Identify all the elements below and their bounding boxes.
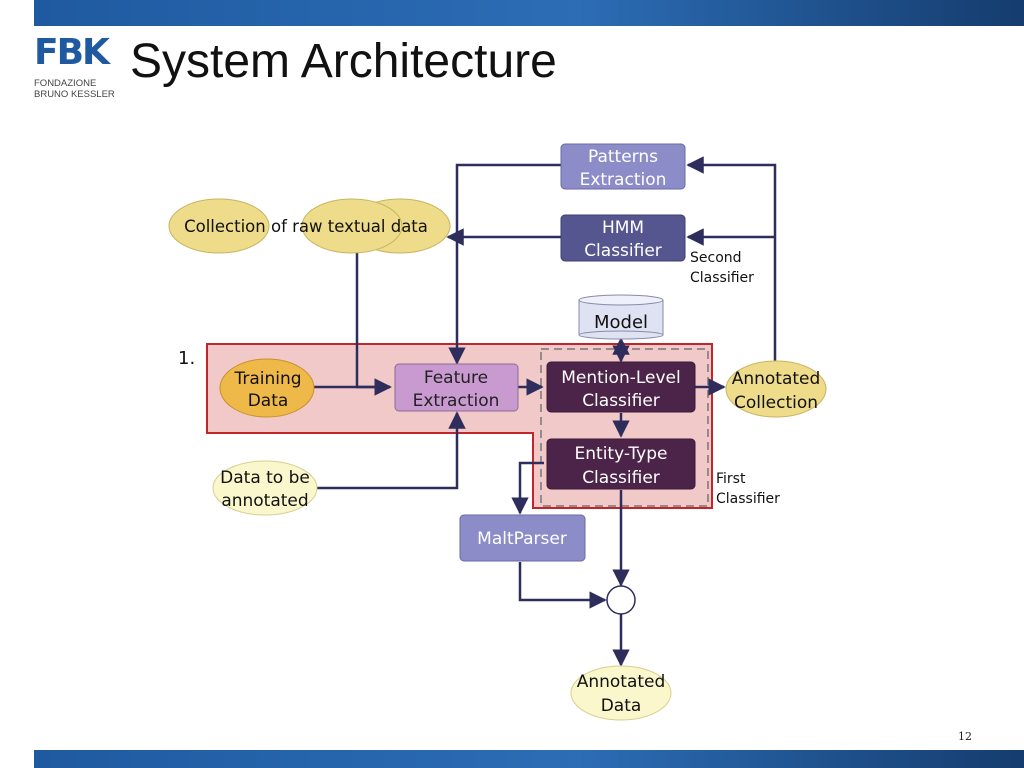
first-classifier-label-1: First bbox=[716, 471, 746, 487]
patterns-extraction-node bbox=[560, 143, 686, 190]
training-data-label-2: Data bbox=[248, 391, 289, 411]
annotated-data-label-2: Data bbox=[601, 696, 642, 716]
maltparser-label: MaltParser bbox=[477, 529, 567, 549]
raw-data-collection-node bbox=[168, 198, 451, 254]
mention-level-classifier-node bbox=[546, 361, 696, 413]
mention-level-classifier-label-1: Mention-Level bbox=[561, 368, 680, 388]
hmm-classifier-label-1: HMM bbox=[602, 218, 644, 238]
patterns-extraction-label-1: Patterns bbox=[588, 147, 658, 167]
model-node bbox=[578, 294, 664, 340]
annotated-collection-label-1: Annotated bbox=[732, 369, 821, 389]
merge-node bbox=[606, 585, 636, 615]
hmm-classifier-node bbox=[560, 214, 686, 262]
entity-type-classifier-node bbox=[546, 438, 696, 490]
feature-extraction-label-1: Feature bbox=[424, 368, 488, 388]
raw-data-collection-label: Collection of raw textual data bbox=[184, 217, 428, 236]
top-banner bbox=[34, 0, 1024, 26]
annotated-collection-node bbox=[725, 360, 827, 418]
entity-type-classifier-label-1: Entity-Type bbox=[575, 444, 668, 464]
training-data-node bbox=[219, 358, 315, 418]
model-label: Model bbox=[594, 312, 648, 333]
slide-title: System Architecture bbox=[130, 35, 557, 88]
annotated-data-node bbox=[570, 665, 672, 721]
feature-extraction-node bbox=[394, 363, 519, 412]
annotated-data-label-1: Annotated bbox=[577, 672, 666, 692]
pipeline-marker: 1. bbox=[178, 348, 195, 369]
fbk-logo: FBK FONDAZIONE BRUNO KESSLER bbox=[30, 30, 120, 105]
data-to-be-annotated-label-1: Data to be bbox=[220, 468, 310, 488]
logo-mark: FBK bbox=[34, 32, 110, 73]
connector-lines bbox=[314, 156, 777, 667]
feature-extraction-label-2: Extraction bbox=[413, 391, 500, 411]
second-classifier-label-1: Second bbox=[690, 250, 742, 266]
first-classifier-label-2: Classifier bbox=[716, 491, 780, 507]
maltparser-node bbox=[459, 514, 586, 562]
data-to-be-annotated-node bbox=[212, 460, 318, 516]
training-data-label-1: Training bbox=[233, 369, 301, 389]
mention-level-classifier-label-2: Classifier bbox=[582, 391, 660, 411]
bottom-banner bbox=[34, 750, 1024, 768]
page-number: 12 bbox=[958, 730, 972, 743]
logo-line-2: BRUNO KESSLER bbox=[34, 89, 115, 100]
second-classifier-label-2: Classifier bbox=[690, 270, 754, 286]
data-to-be-annotated-label-2: annotated bbox=[221, 491, 308, 511]
patterns-extraction-label-2: Extraction bbox=[580, 170, 667, 190]
logo-line-1: FONDAZIONE bbox=[34, 78, 97, 89]
hmm-classifier-label-2: Classifier bbox=[584, 241, 662, 261]
entity-type-classifier-label-2: Classifier bbox=[582, 468, 660, 488]
annotated-collection-label-2: Collection bbox=[734, 393, 818, 413]
